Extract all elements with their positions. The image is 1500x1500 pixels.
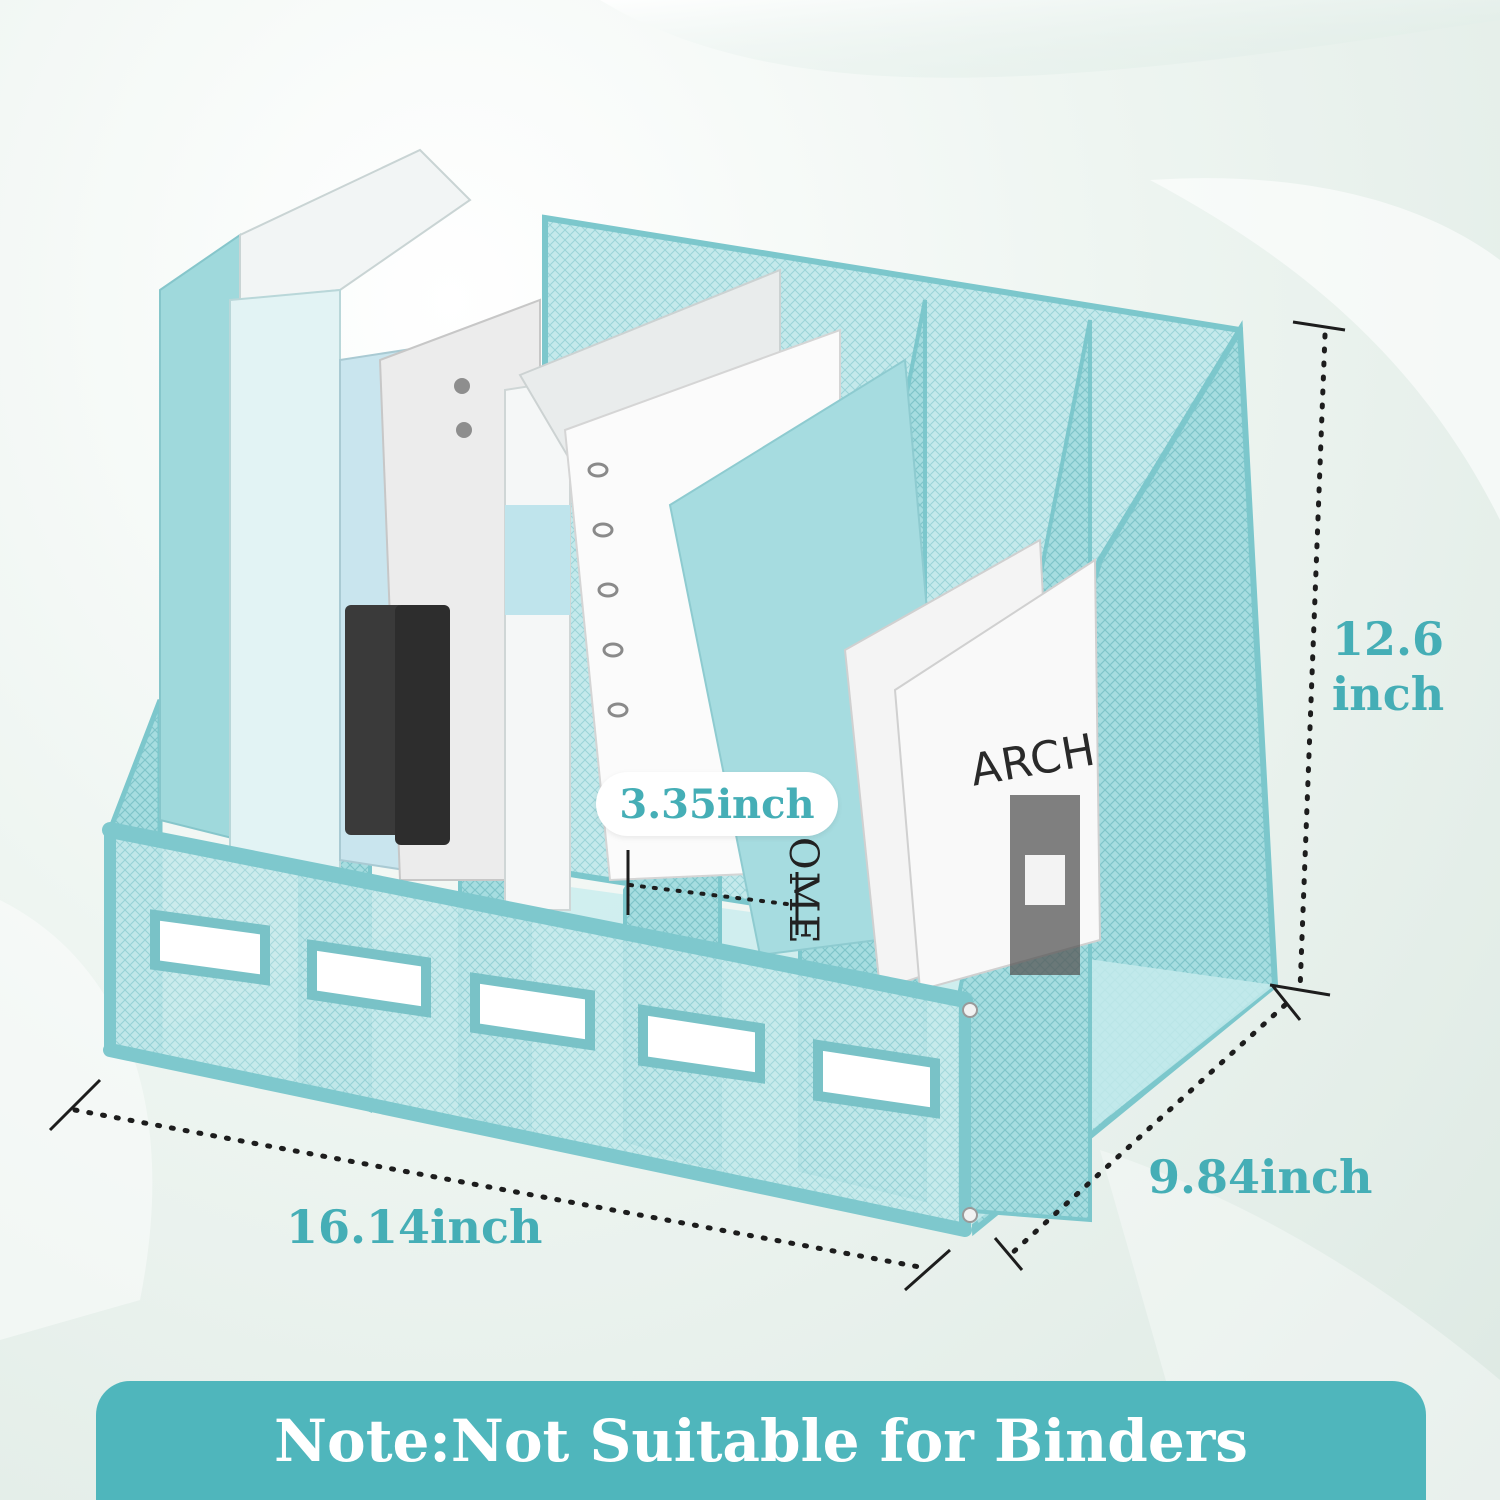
dimension-lines (48, 320, 1346, 1292)
silk-swoosh (1150, 178, 1500, 521)
width-dimension-label: 16.14inch (286, 1200, 543, 1254)
silk-swoosh (0, 900, 153, 1340)
silk-swoosh (600, 0, 1500, 78)
stored-files (159, 148, 1102, 992)
label-holders (150, 909, 940, 1119)
slot-width-label: 3.35inch (596, 772, 838, 836)
front-top-rail (102, 822, 973, 1008)
note-banner: Note:Not Suitable for Binders (96, 1381, 1426, 1500)
rivet (962, 1207, 978, 1223)
front-bottom-rail (103, 1043, 972, 1237)
rivet (962, 1002, 978, 1018)
depth-dimension-label: 9.84inch (1148, 1150, 1373, 1204)
note-text: Note:Not Suitable for Binders (274, 1406, 1248, 1475)
